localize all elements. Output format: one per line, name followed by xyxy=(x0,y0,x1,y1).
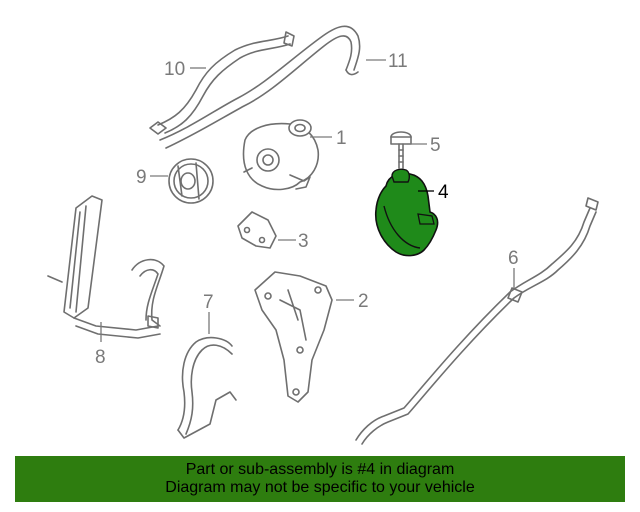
hose-assembly-10 xyxy=(149,31,295,135)
callout-5: 5 xyxy=(430,135,441,156)
parts-diagram: 1 2 3 4 5 6 7 8 9 10 11 xyxy=(47,25,599,445)
callout-4: 4 xyxy=(438,182,449,203)
reservoir-neck xyxy=(391,168,411,183)
return-hose xyxy=(177,336,237,439)
banner-line-2: Diagram may not be specific to your vehi… xyxy=(165,479,475,496)
callout-11: 11 xyxy=(388,51,408,72)
mounting-bracket xyxy=(254,271,333,403)
info-banner: Part or sub-assembly is #4 in diagram Di… xyxy=(15,456,625,502)
hose-assembly-11 xyxy=(159,25,361,149)
reservoir-highlighted xyxy=(374,168,439,257)
callout-7: 7 xyxy=(203,292,214,313)
reservoir-cap xyxy=(390,131,412,169)
power-steering-pump xyxy=(242,119,320,191)
callout-3: 3 xyxy=(298,231,309,252)
callout-9: 9 xyxy=(136,167,147,188)
callout-10: 10 xyxy=(164,59,185,80)
banner-line-1: Part or sub-assembly is #4 in diagram xyxy=(185,461,455,478)
bracket-small xyxy=(237,211,277,249)
callout-1: 1 xyxy=(336,128,347,149)
callout-2: 2 xyxy=(358,291,369,312)
callout-6: 6 xyxy=(508,248,519,269)
cooler-assembly xyxy=(47,195,165,339)
pressure-line xyxy=(355,197,599,445)
reservoir-body xyxy=(374,172,439,257)
pulley xyxy=(168,158,214,204)
callout-8: 8 xyxy=(95,347,106,368)
